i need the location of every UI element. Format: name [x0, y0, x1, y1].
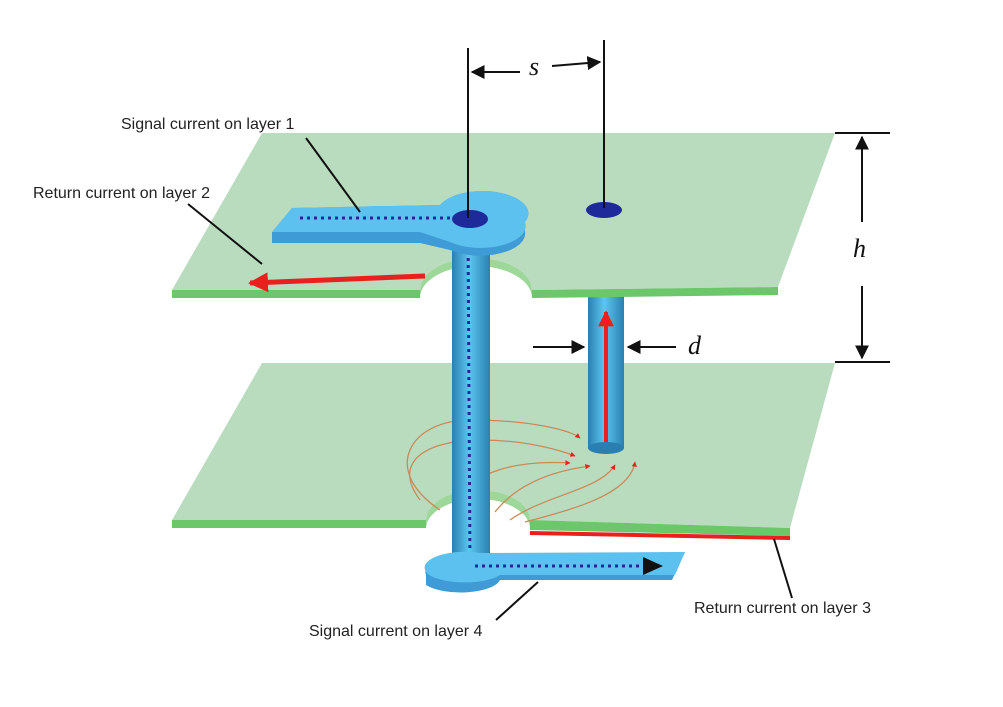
return-current-layer3-line [529, 531, 791, 540]
signal-trace-layer4 [424, 551, 685, 593]
return-via [588, 296, 624, 454]
label-signal-current-layer4: Signal current on layer 4 [309, 623, 483, 640]
via-hole [586, 202, 622, 218]
bottom-plane-layer3 [172, 363, 835, 540]
return-current-layer2-arrow [248, 272, 426, 293]
symbol-diameter: d [688, 331, 701, 360]
signal-via [452, 225, 490, 570]
label-signal-current-layer1: Signal current on layer 1 [121, 116, 295, 133]
symbol-height: h [853, 234, 866, 263]
label-return-current-layer2: Return current on layer 2 [33, 185, 210, 202]
dimension-annotations [187, 40, 890, 621]
label-return-current-layer3: Return current on layer 3 [694, 600, 871, 617]
signal-trace-layer1 [272, 191, 529, 256]
symbol-spacing: s [529, 52, 540, 81]
